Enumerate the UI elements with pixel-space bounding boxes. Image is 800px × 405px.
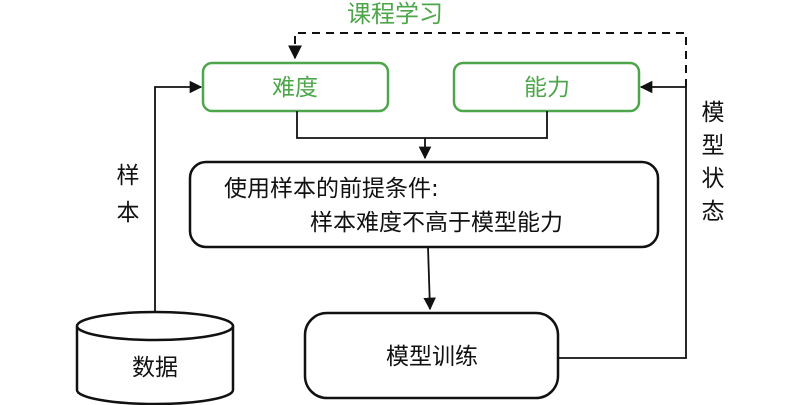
difficulty-label: 难度	[272, 75, 318, 101]
ability-label: 能力	[524, 75, 570, 101]
sample-char-2: 本	[117, 200, 140, 226]
model-state-char-2: 型	[702, 133, 725, 159]
condition-line-1: 使用样本的前提条件:	[224, 176, 439, 202]
training-label: 模型训练	[386, 344, 478, 370]
condition-to-training-arrow	[423, 246, 436, 311]
model-state-label: 模 型 状 态	[702, 100, 725, 225]
sample-char-1: 样	[117, 163, 140, 189]
sample-line	[154, 80, 203, 318]
model-state-char-3: 状	[702, 166, 725, 192]
ability-node: 能力	[452, 61, 641, 113]
data-cylinder: 数据	[75, 310, 235, 405]
training-node: 模型训练	[303, 311, 560, 400]
diagram-title: 课程学习	[347, 0, 443, 28]
model-state-feedback-line	[558, 80, 687, 359]
difficulty-connector	[296, 111, 548, 139]
sample-label: 样 本	[117, 163, 140, 226]
condition-node: 使用样本的前提条件: 样本难度不高于模型能力	[188, 160, 660, 249]
difficulty-node: 难度	[201, 61, 390, 113]
condition-line-2: 样本难度不高于模型能力	[310, 210, 563, 236]
model-state-char-4: 态	[702, 199, 725, 225]
model-state-char-1: 模	[702, 100, 725, 126]
data-label: 数据	[132, 355, 178, 381]
